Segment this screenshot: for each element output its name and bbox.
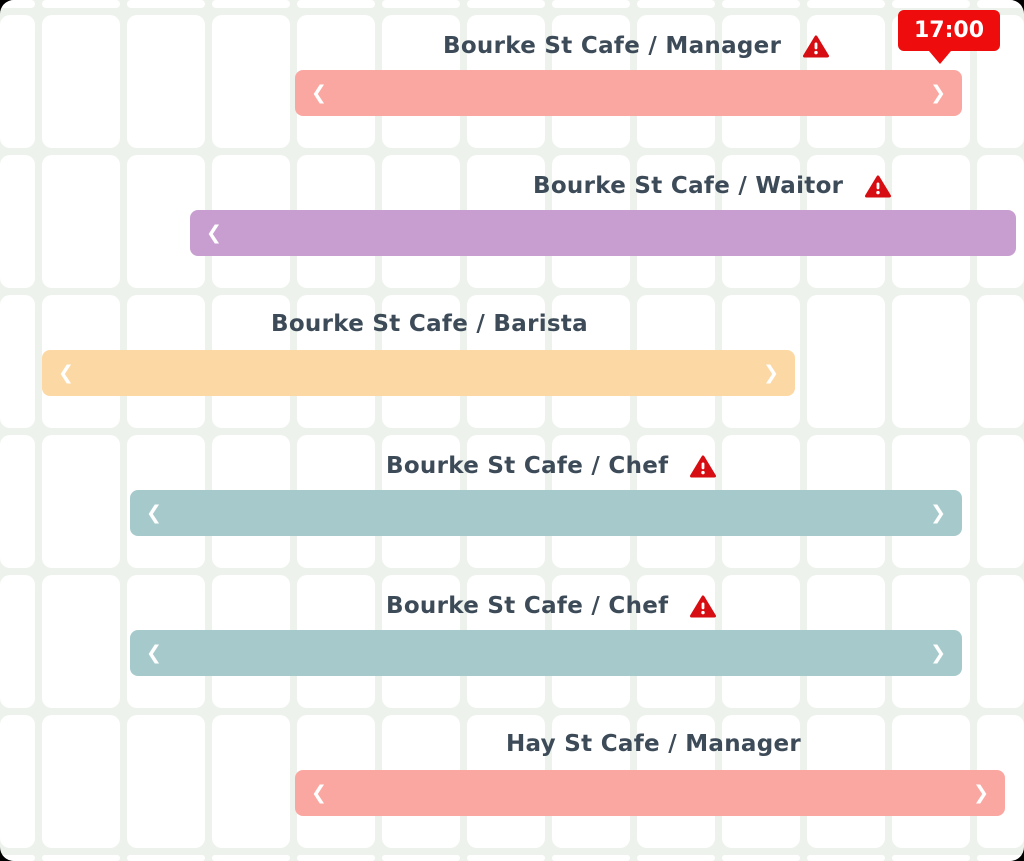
shift-label-text: Bourke St Cafe / Chef — [386, 593, 669, 619]
grid-cell[interactable] — [722, 0, 800, 8]
shift-label: Bourke St Cafe / Chef — [386, 593, 717, 619]
warning-icon[interactable] — [690, 595, 717, 618]
grid-cell[interactable] — [892, 295, 970, 428]
grid-cell[interactable] — [0, 0, 35, 8]
chevron-left-icon[interactable]: ❮ — [206, 222, 222, 244]
shift-bar[interactable]: ❮ ❯ — [295, 770, 1005, 816]
grid-cell[interactable] — [297, 0, 375, 8]
chevron-right-icon[interactable]: ❯ — [930, 642, 946, 664]
grid-cell[interactable] — [0, 295, 35, 428]
grid-cell[interactable] — [0, 715, 35, 848]
grid-cell[interactable] — [127, 715, 205, 848]
grid-cell[interactable] — [467, 855, 545, 861]
chevron-right-icon[interactable]: ❯ — [973, 782, 989, 804]
grid-cell[interactable] — [892, 0, 970, 8]
grid-cell[interactable] — [212, 15, 290, 148]
grid-cell[interactable] — [382, 855, 460, 861]
chevron-left-icon[interactable]: ❮ — [146, 502, 162, 524]
grid-cell[interactable] — [977, 295, 1024, 428]
chevron-right-icon[interactable]: ❯ — [763, 362, 779, 384]
warning-icon[interactable] — [690, 455, 717, 478]
grid-cell[interactable] — [807, 0, 885, 8]
grid-cell[interactable] — [977, 855, 1024, 861]
chevron-left-icon[interactable]: ❮ — [146, 642, 162, 664]
shift-label-text: Bourke St Cafe / Chef — [386, 453, 669, 479]
grid-cell[interactable] — [467, 0, 545, 8]
grid-cell[interactable] — [212, 855, 290, 861]
grid-cell[interactable] — [977, 0, 1024, 8]
shift-label: Hay St Cafe / Manager — [506, 731, 801, 757]
grid-cell[interactable] — [127, 15, 205, 148]
grid-cell[interactable] — [552, 0, 630, 8]
warning-icon[interactable] — [803, 35, 830, 58]
shift-bar[interactable]: ❮ — [190, 210, 1016, 256]
shift-bar[interactable]: ❮ ❯ — [130, 490, 962, 536]
grid-cell[interactable] — [42, 855, 120, 861]
grid-cell[interactable] — [0, 575, 35, 708]
badge-tail — [929, 51, 951, 64]
grid-cell[interactable] — [42, 0, 120, 8]
shift-label: Bourke St Cafe / Waitor — [533, 173, 892, 199]
chevron-left-icon[interactable]: ❮ — [311, 782, 327, 804]
grid-cell[interactable] — [637, 0, 715, 8]
grid-cell[interactable] — [0, 855, 35, 861]
grid-cell[interactable] — [42, 715, 120, 848]
grid-cell[interactable] — [552, 855, 630, 861]
grid-cell[interactable] — [0, 15, 35, 148]
drag-time-badge: 17:00 — [898, 10, 1001, 64]
warning-icon[interactable] — [865, 175, 892, 198]
shift-label-text: Bourke St Cafe / Barista — [271, 311, 589, 337]
chevron-right-icon[interactable]: ❯ — [930, 502, 946, 524]
chevron-right-icon[interactable]: ❯ — [930, 82, 946, 104]
grid-cell[interactable] — [807, 855, 885, 861]
grid-cell[interactable] — [0, 155, 35, 288]
chevron-left-icon[interactable]: ❮ — [311, 82, 327, 104]
grid-cell[interactable] — [42, 15, 120, 148]
grid-cell[interactable] — [977, 435, 1024, 568]
grid-cell[interactable] — [212, 715, 290, 848]
drag-time-label: 17:00 — [914, 18, 985, 43]
grid-cell[interactable] — [212, 0, 290, 8]
grid-cell[interactable] — [42, 435, 120, 568]
shift-bar[interactable]: ❮ ❯ — [295, 70, 962, 116]
grid-cell[interactable] — [127, 0, 205, 8]
shift-label-text: Bourke St Cafe / Manager — [443, 33, 782, 59]
grid-cell[interactable] — [807, 295, 885, 428]
grid-cell[interactable] — [0, 435, 35, 568]
grid-cell[interactable] — [977, 575, 1024, 708]
shift-bar[interactable]: ❮ ❯ — [130, 630, 962, 676]
grid-cell[interactable] — [297, 855, 375, 861]
grid-cell[interactable] — [892, 855, 970, 861]
shift-label-text: Hay St Cafe / Manager — [506, 731, 802, 757]
shift-label-text: Bourke St Cafe / Waitor — [533, 173, 844, 199]
grid-cell[interactable] — [42, 575, 120, 708]
grid-cell[interactable] — [42, 155, 120, 288]
chevron-left-icon[interactable]: ❮ — [58, 362, 74, 384]
shift-label: Bourke St Cafe / Chef — [386, 453, 717, 479]
grid-cell[interactable] — [382, 0, 460, 8]
shift-label: Bourke St Cafe / Manager — [443, 33, 830, 59]
shift-bar[interactable]: ❮ ❯ — [42, 350, 795, 396]
grid-cell[interactable] — [722, 855, 800, 861]
grid-cell[interactable] — [637, 855, 715, 861]
shift-label: Bourke St Cafe / Barista — [271, 311, 588, 337]
grid-cell[interactable] — [127, 855, 205, 861]
